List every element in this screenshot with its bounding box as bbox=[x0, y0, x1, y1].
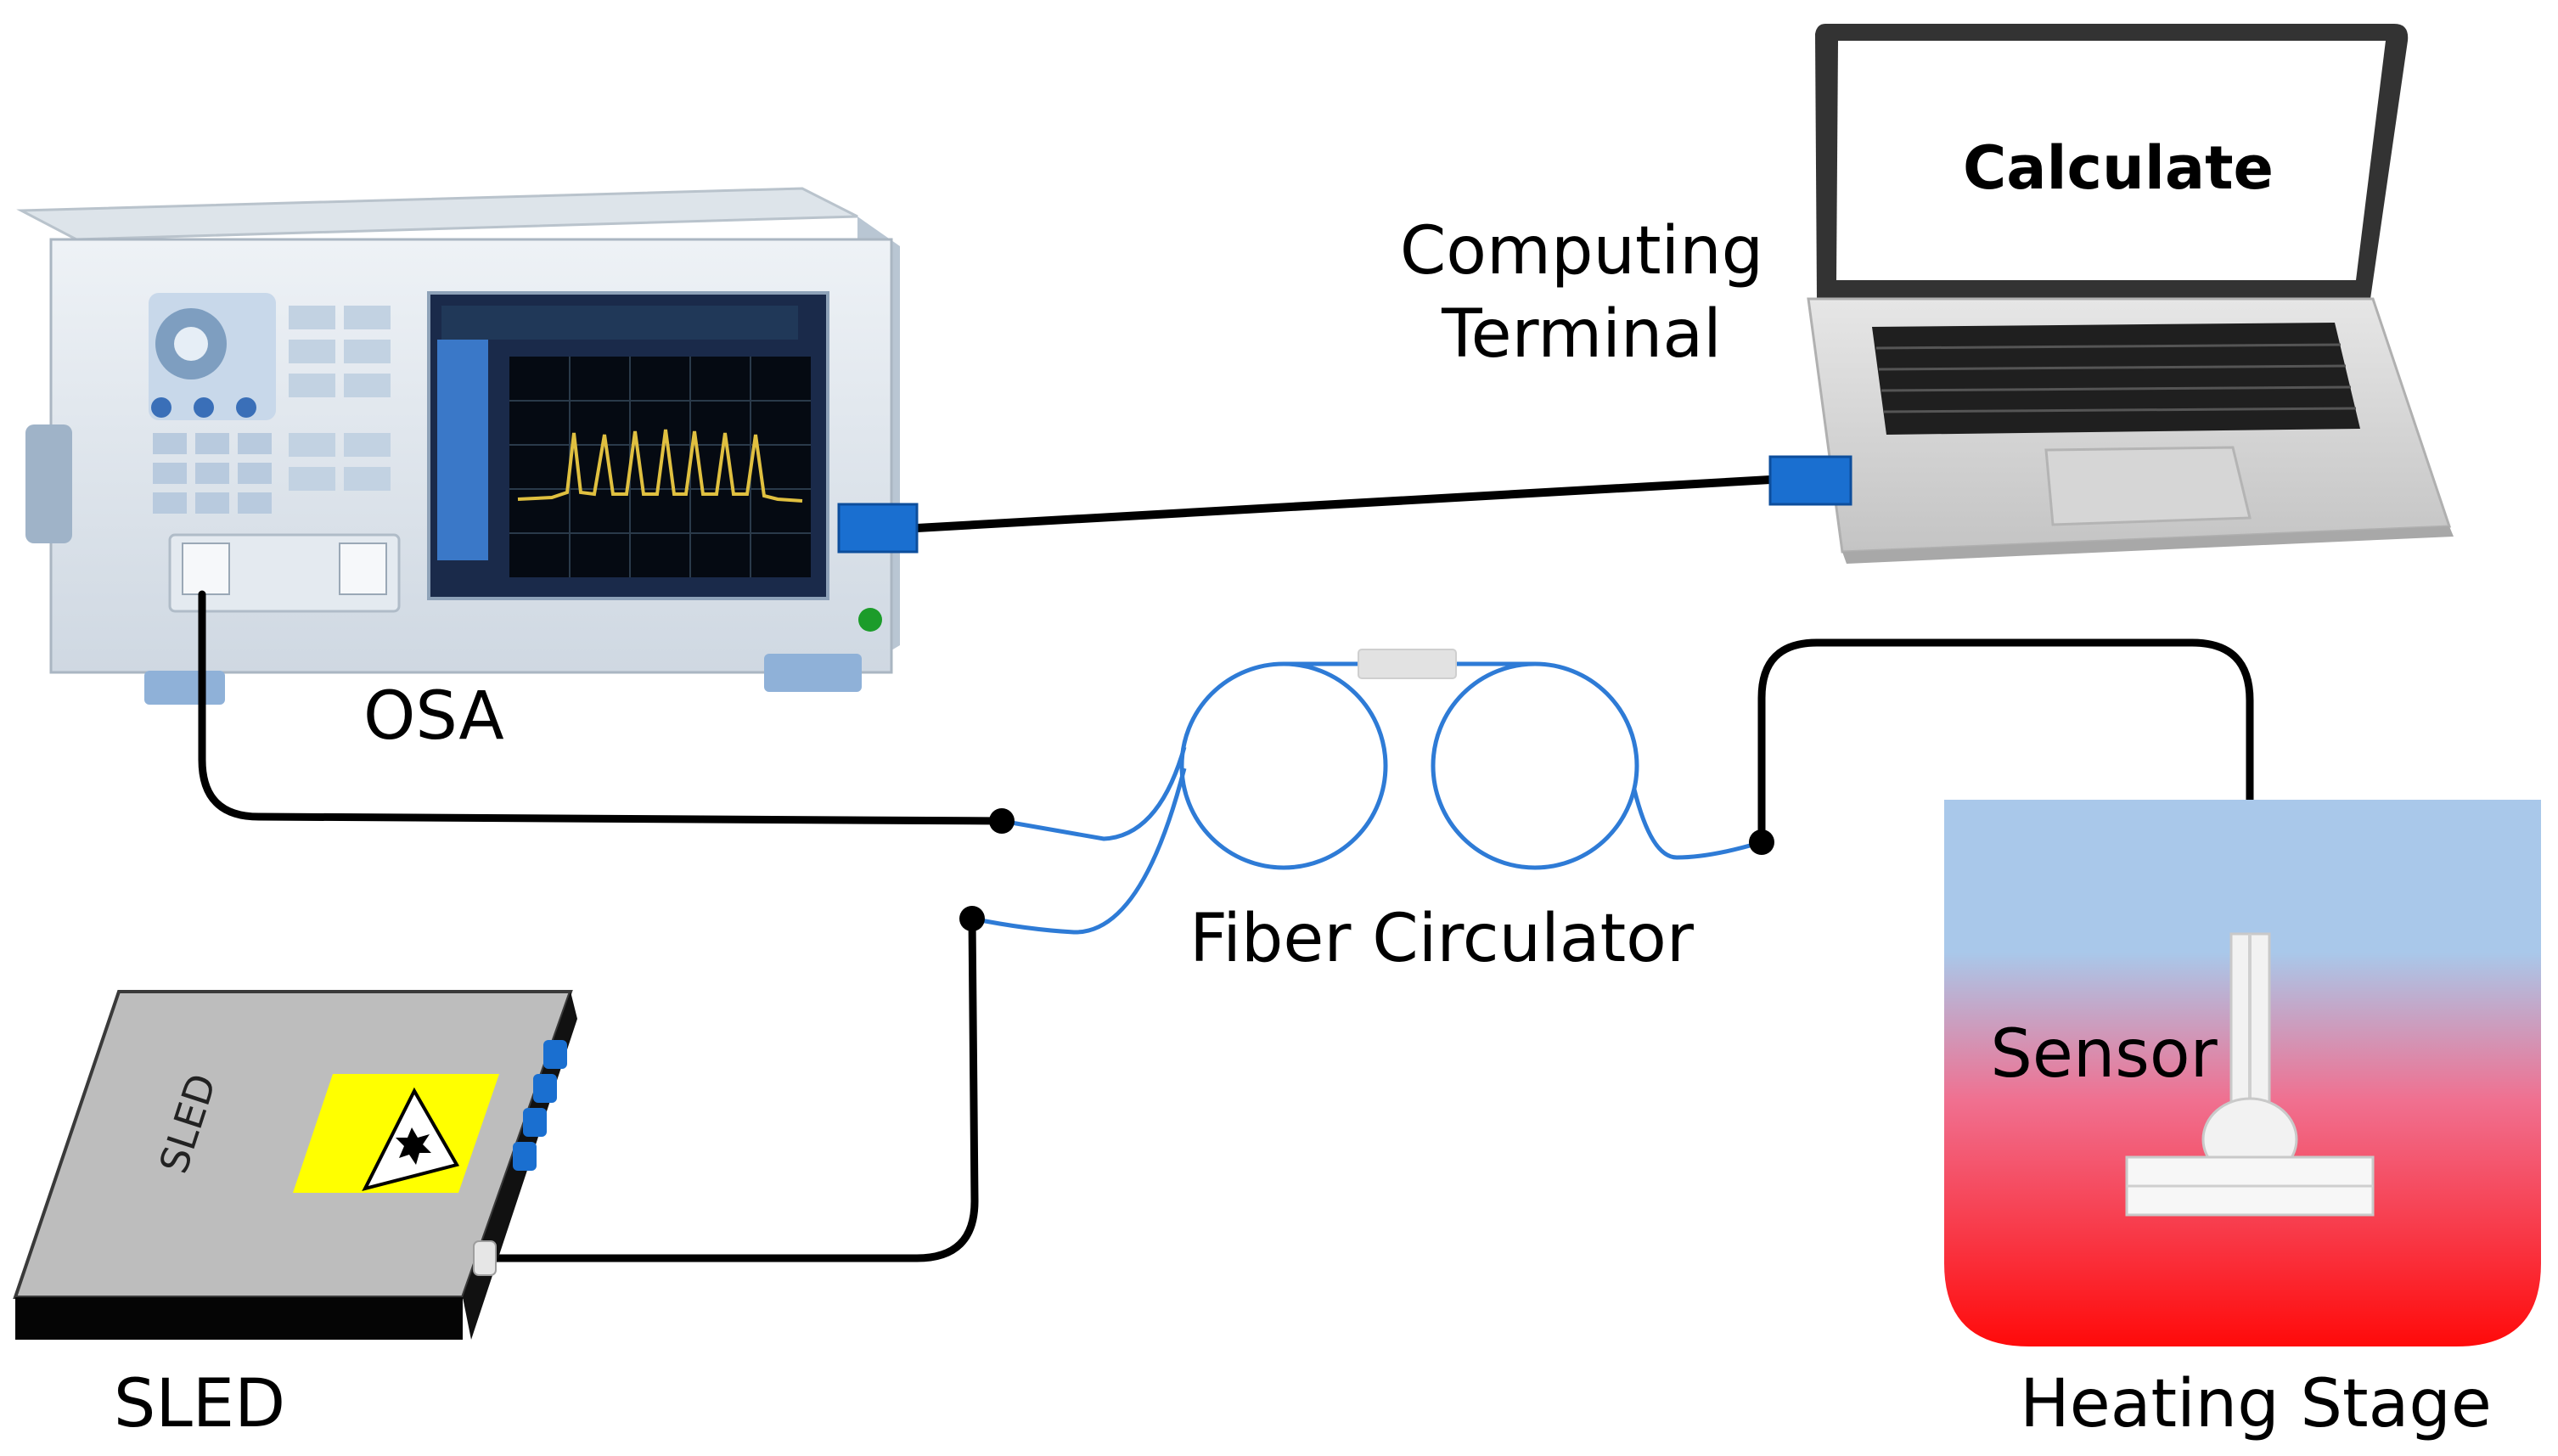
computing-terminal-label-line1: Computing bbox=[1400, 213, 1763, 290]
laptop-usb-connector bbox=[1768, 455, 1852, 506]
fiber-circulator-label: Fiber Circulator bbox=[1189, 901, 1695, 977]
fiber-patch-cables bbox=[198, 590, 2254, 1262]
sled-label: SLED bbox=[114, 1366, 285, 1442]
circulator-coupler bbox=[1358, 649, 1457, 679]
laptop-screen-label: Calculate bbox=[1963, 133, 2274, 203]
osa-instrument bbox=[16, 187, 900, 705]
osa-spectrum-trace bbox=[517, 429, 803, 503]
laptop-screen bbox=[1836, 41, 2386, 280]
sled-source: SLED bbox=[13, 990, 577, 1340]
laptop-trackpad bbox=[2044, 446, 2252, 526]
fiber-junction-dots bbox=[959, 808, 1774, 931]
osa-label: OSA bbox=[363, 678, 504, 755]
sled-output-port bbox=[473, 1240, 497, 1276]
laptop-keyboard bbox=[1872, 323, 2360, 435]
fiber-circulator bbox=[971, 649, 1762, 935]
sensor-label: Sensor bbox=[1990, 1016, 2218, 1093]
sensor-probe bbox=[2125, 932, 2375, 1217]
computing-terminal-label-line2: Terminal bbox=[1441, 296, 1722, 373]
heating-stage-label: Heating Stage bbox=[2020, 1366, 2492, 1442]
data-cable bbox=[837, 455, 1852, 554]
laptop-computing-terminal bbox=[1807, 24, 2454, 564]
osa-usb-connector bbox=[837, 503, 919, 554]
